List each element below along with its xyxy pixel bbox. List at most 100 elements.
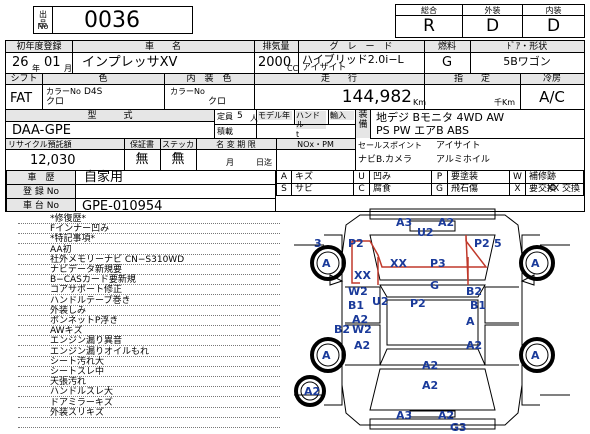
notes-rule bbox=[18, 335, 280, 337]
car-damage-diagram: A3 A2 U2 3 A P2 XX P3 P2 5 A XX W2 G B1 … bbox=[294, 208, 570, 433]
notes-rule bbox=[18, 223, 280, 224]
note-item: ハンドルテープ巻き bbox=[50, 295, 131, 306]
notes-rule bbox=[18, 253, 280, 255]
ac: A/C bbox=[539, 88, 565, 106]
shift: FAT bbox=[10, 91, 33, 106]
label-rear-a3: A3 bbox=[396, 409, 412, 422]
roof bbox=[386, 299, 479, 346]
info-grid bbox=[5, 40, 585, 212]
recycle-fee: 12,030 bbox=[30, 153, 76, 168]
label-p2-center: P2 bbox=[410, 297, 426, 310]
h-recycle: リサイクル預託額 bbox=[8, 140, 72, 149]
note-item: ドアミラーキズ bbox=[50, 397, 113, 408]
car-name: インプレッサXV bbox=[82, 55, 178, 70]
label-b1-left: B1 bbox=[348, 299, 364, 312]
legend-code: W bbox=[513, 172, 522, 182]
rating-interior-header: 内装 bbox=[545, 6, 562, 15]
h-sticker: ステッカー bbox=[162, 140, 194, 158]
history-box bbox=[6, 170, 276, 212]
h-nameplate: 名 変 期 限 bbox=[216, 140, 256, 149]
trunk bbox=[369, 368, 496, 411]
ratings-box: 総合 外装 内装 R D D bbox=[395, 4, 585, 38]
spare-wheel bbox=[294, 375, 326, 407]
front-left-wheel bbox=[310, 245, 346, 281]
nameplate-day-unit: 日迄 bbox=[256, 158, 272, 167]
rating-exterior: D bbox=[485, 16, 500, 36]
color: クロ bbox=[46, 97, 65, 107]
notes-rule bbox=[18, 345, 280, 347]
sales-point-2: B.カメラ bbox=[376, 155, 413, 165]
label-a-lower-right: A bbox=[466, 315, 475, 328]
label-lf-3: 3 bbox=[314, 237, 322, 250]
legend-desc: 補修跡 bbox=[529, 172, 557, 182]
sales-point-3: アルミホイル bbox=[436, 155, 490, 165]
notes-rule bbox=[18, 427, 280, 428]
mileage: 144,982 bbox=[341, 87, 412, 107]
label-front-a2: A2 bbox=[438, 216, 454, 229]
legend-code: S bbox=[281, 184, 287, 194]
h-price: 指 定 bbox=[453, 74, 490, 84]
capacity: 5 bbox=[237, 111, 243, 121]
rating-interior: D bbox=[546, 16, 561, 36]
notes-rule bbox=[18, 355, 280, 357]
legend-desc: キズ bbox=[295, 172, 314, 182]
h-reg-no: 登 録 No bbox=[23, 187, 59, 197]
notes-rule bbox=[18, 386, 280, 388]
h-model: 型 式 bbox=[87, 111, 133, 121]
h-chassis: 車 台 No bbox=[23, 201, 59, 211]
label-xx-cross: XX bbox=[354, 269, 371, 282]
legend-desc: 交換 bbox=[562, 184, 581, 194]
notes-rule bbox=[18, 284, 280, 286]
note-item: *特記事項* bbox=[50, 234, 96, 245]
label-b1-right: B1 bbox=[470, 299, 486, 312]
equip-line2: PS PW エアB ABS bbox=[376, 124, 470, 137]
notes-rule bbox=[18, 396, 280, 398]
h-ac: 冷房 bbox=[542, 74, 561, 84]
notes-rule bbox=[18, 376, 280, 377]
label-lr-a: A bbox=[322, 349, 331, 362]
front-bumper bbox=[369, 208, 496, 220]
note-item: コアサポート修正 bbox=[50, 285, 123, 296]
legend-desc: サビ bbox=[295, 184, 314, 194]
legend-desc: 腐食 bbox=[373, 184, 392, 194]
front-right-wheel bbox=[519, 245, 555, 281]
label-spare-a: A2 bbox=[304, 385, 320, 398]
windshield bbox=[379, 284, 486, 298]
label-hood-xx: XX bbox=[390, 257, 407, 270]
price-unit: 千Km bbox=[494, 98, 516, 107]
label-hood-p3: P3 bbox=[430, 257, 446, 270]
notes-rule bbox=[18, 406, 280, 408]
note-item: 天張汚れ bbox=[50, 377, 87, 388]
grade: ハイブリッド2.0i−L bbox=[302, 53, 404, 66]
note-item: 外装しみ bbox=[50, 305, 87, 316]
color-no: D4S bbox=[84, 87, 103, 97]
first-reg-month: 01 bbox=[44, 55, 61, 70]
label-g-center: G bbox=[430, 279, 439, 292]
label-front-a3: A3 bbox=[396, 216, 412, 229]
notes-rule bbox=[18, 263, 280, 265]
legend-desc: 要塗装 bbox=[451, 172, 479, 182]
notes-rule bbox=[18, 304, 280, 306]
history-value: 自家用 bbox=[84, 170, 124, 185]
h-warranty: 保証書 bbox=[130, 140, 154, 149]
h-load: 積載 bbox=[217, 127, 233, 136]
label-front-u2: U2 bbox=[417, 226, 434, 239]
rear-left-wheel bbox=[310, 337, 346, 373]
nameplate-month-unit: 月 bbox=[226, 158, 234, 167]
lot-box: 出品 No 0036 bbox=[33, 6, 193, 34]
first-reg-year: 26 bbox=[12, 55, 29, 70]
legend-code: X bbox=[514, 184, 521, 194]
legend-desc: 要交換 bbox=[529, 184, 557, 194]
note-item: AA初 bbox=[50, 244, 72, 255]
load-unit: t bbox=[296, 130, 300, 139]
note-item: AWキズ bbox=[50, 326, 83, 337]
equip-line1: 地デジ Bモニタ 4WD AW bbox=[376, 111, 505, 124]
h-car-name: 車 名 bbox=[144, 42, 181, 52]
h-color: 色 bbox=[98, 74, 108, 84]
h-door: ﾄﾞｱ・形状 bbox=[506, 42, 548, 52]
sales-point-2-label: ナビ bbox=[358, 155, 377, 165]
notes-rule bbox=[18, 325, 280, 326]
damage-legend: A キズ U 凹み P 要塗装 W 補修跡 S サビ C 腐食 G 飛石傷 X … bbox=[276, 170, 584, 196]
notes-rule bbox=[18, 416, 280, 418]
